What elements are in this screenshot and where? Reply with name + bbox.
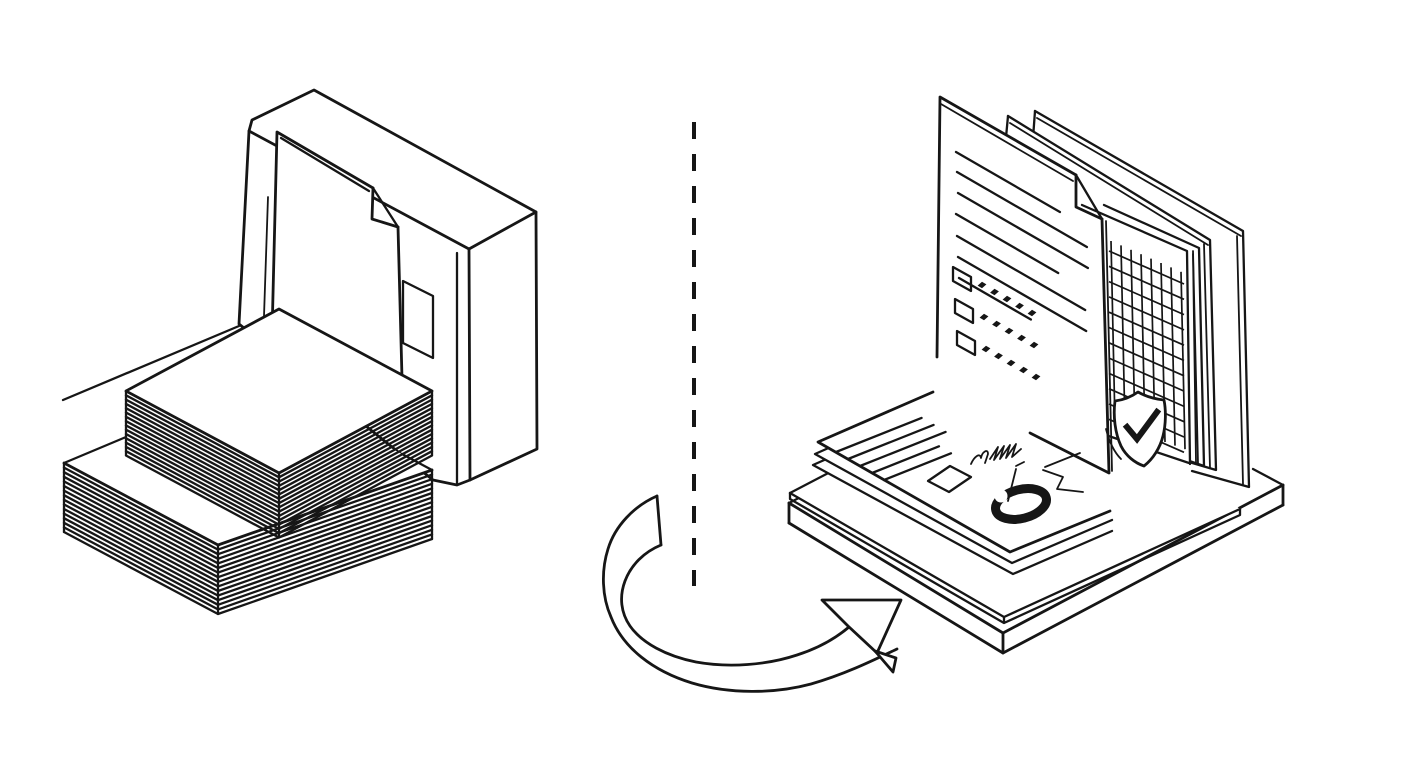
checkbox-list [951, 265, 977, 357]
dotted-entries [977, 281, 1041, 381]
checklist-document [935, 95, 1113, 475]
paper-stack-upper [124, 307, 434, 539]
text-lines [834, 416, 953, 482]
organized-documents-group [787, 95, 1285, 655]
ground-line [61, 324, 241, 402]
loose-document-icon [263, 130, 404, 380]
checkbox [926, 464, 973, 494]
shield-check-icon [1105, 390, 1167, 468]
label-window [401, 279, 435, 360]
flat-top-sheet [816, 380, 1112, 554]
rotation-arrow-icon [602, 494, 903, 693]
stamp-seal-icon [991, 452, 1084, 524]
text-lines [954, 150, 1090, 333]
checkmark-icon [1122, 407, 1162, 444]
unsorted-documents-group [61, 88, 539, 616]
signature-scribble [970, 443, 1025, 467]
